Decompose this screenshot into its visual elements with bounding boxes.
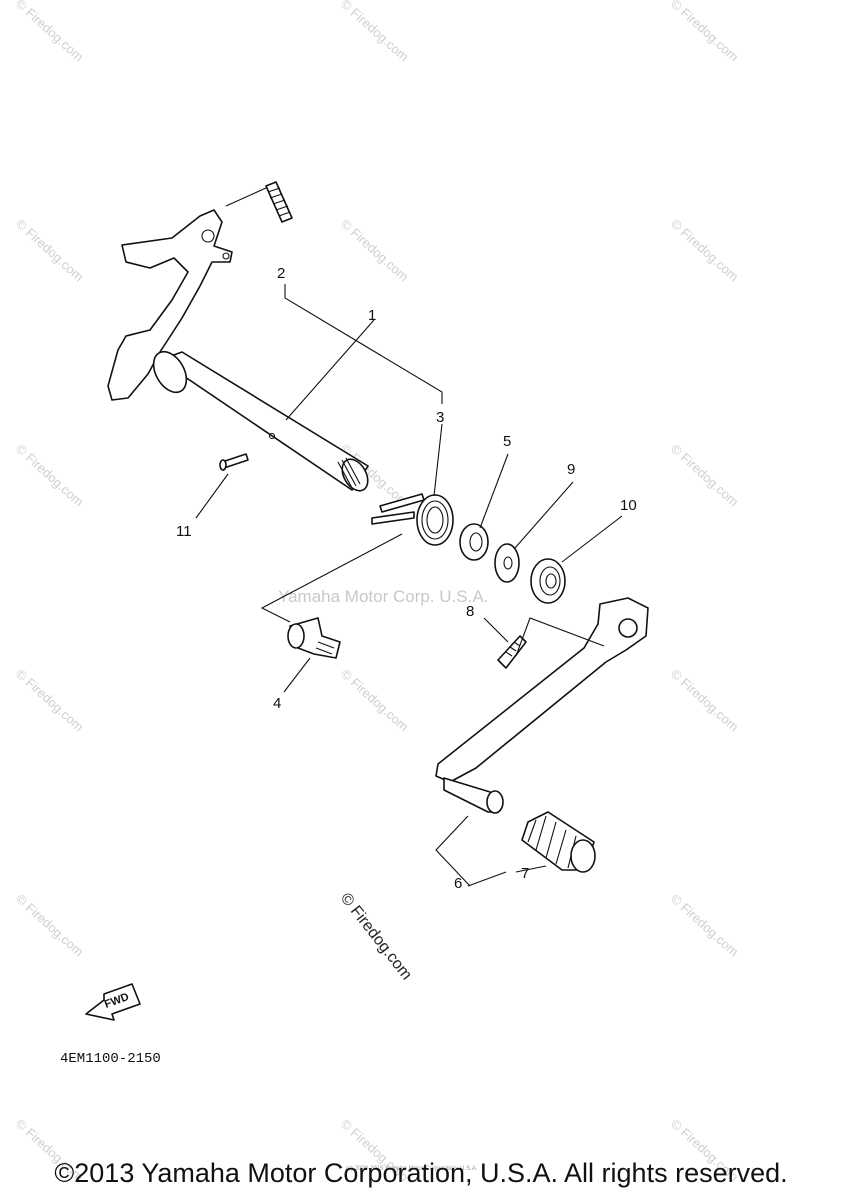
copyright-footer: ©2013 Yamaha Motor Corporation, U.S.A. A… [54, 1158, 788, 1188]
watermark: © Firedog.com [668, 441, 742, 509]
part-4-bolt [287, 617, 341, 659]
part-11-pin [219, 453, 249, 471]
part-1-shift-shaft [107, 209, 369, 492]
watermark: © Firedog.com [338, 0, 412, 64]
callout-labels: 2 1 3 5 9 11 10 8 4 6 7 [176, 265, 637, 892]
watermark: © Firedog.com [13, 216, 87, 284]
part-10-oil-seal [530, 558, 566, 604]
fwd-arrow-icon: FWD [85, 983, 141, 1021]
watermark: © Firedog.com [338, 666, 412, 734]
callout-7: 7 [521, 865, 529, 882]
watermark: © Firedog.com [668, 666, 742, 734]
callout-1: 1 [368, 307, 376, 324]
tiny-copyright: (c) 2000-2015 Yamaha Motor Corporation, … [346, 1166, 478, 1172]
part-3-torsion-spring [371, 493, 454, 546]
leader-lines [195, 284, 623, 887]
watermark: © Firedog.com [13, 0, 87, 64]
callout-4: 4 [273, 695, 281, 712]
callout-9: 9 [567, 461, 575, 478]
watermark: © Firedog.com [338, 216, 412, 284]
callout-8: 8 [466, 603, 474, 620]
watermark: © Firedog.com [668, 891, 742, 959]
part-6-shift-pedal [435, 597, 649, 814]
part-5-collar [459, 523, 489, 561]
part-9-washer [494, 543, 520, 583]
callout-6: 6 [454, 875, 462, 892]
center-watermark: Yamaha Motor Corp. U.S.A. [278, 587, 488, 606]
callout-3: 3 [436, 409, 444, 426]
watermark: © Firedog.com [668, 216, 742, 284]
part-2-spring [225, 181, 293, 223]
watermark: © Firedog.com [668, 0, 742, 64]
callout-10: 10 [620, 497, 637, 514]
diagram-code: 4EM1100-2150 [60, 1051, 161, 1067]
callout-11: 11 [176, 523, 192, 540]
callout-5: 5 [503, 433, 511, 450]
part-7-pedal-rubber [521, 811, 596, 873]
part-8-bolt [497, 635, 527, 669]
watermark: © Firedog.com [13, 441, 87, 509]
watermark: © Firedog.com [13, 891, 87, 959]
watermark: © Firedog.com [13, 666, 87, 734]
callout-2: 2 [277, 265, 285, 282]
firedog-watermark: © Firedog.com [337, 890, 415, 983]
